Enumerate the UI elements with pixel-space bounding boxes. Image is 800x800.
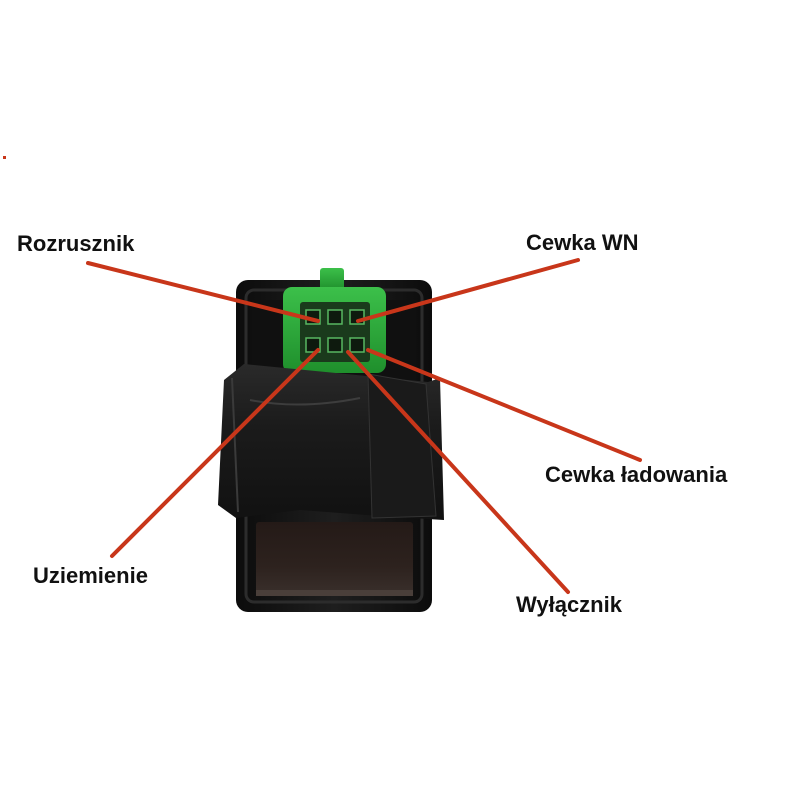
green-connector	[283, 268, 386, 373]
pin-slot-4	[305, 337, 321, 353]
label-uziemienie: Uziemienie	[33, 563, 148, 588]
tape-band	[218, 364, 444, 520]
pin-slot-2	[327, 309, 343, 325]
leader-line-rozrusznik	[86, 261, 320, 323]
label-cewka-ladowania: Cewka ładowania	[545, 462, 728, 487]
pin-slot-6	[349, 337, 365, 353]
connector-latch	[320, 268, 344, 290]
leader-lines	[86, 258, 642, 594]
label-wylacznik: Wyłącznik	[516, 592, 622, 617]
label-cewka-wn: Cewka WN	[526, 230, 639, 255]
leader-line-cewka-wn	[356, 258, 580, 323]
pin-slot-5	[327, 337, 343, 353]
tape-fold	[367, 373, 437, 519]
leader-line-wylacznik	[346, 350, 570, 594]
module-cavity	[256, 522, 413, 596]
tape-crease	[231, 377, 239, 513]
module-cavity-edge	[256, 590, 413, 596]
tape-highlight	[249, 397, 361, 406]
leader-line-cewka-ladowania	[366, 348, 642, 462]
stray-mark	[3, 156, 6, 159]
label-rozrusznik: Rozrusznik	[17, 231, 135, 256]
leader-line-uziemienie	[110, 348, 320, 558]
